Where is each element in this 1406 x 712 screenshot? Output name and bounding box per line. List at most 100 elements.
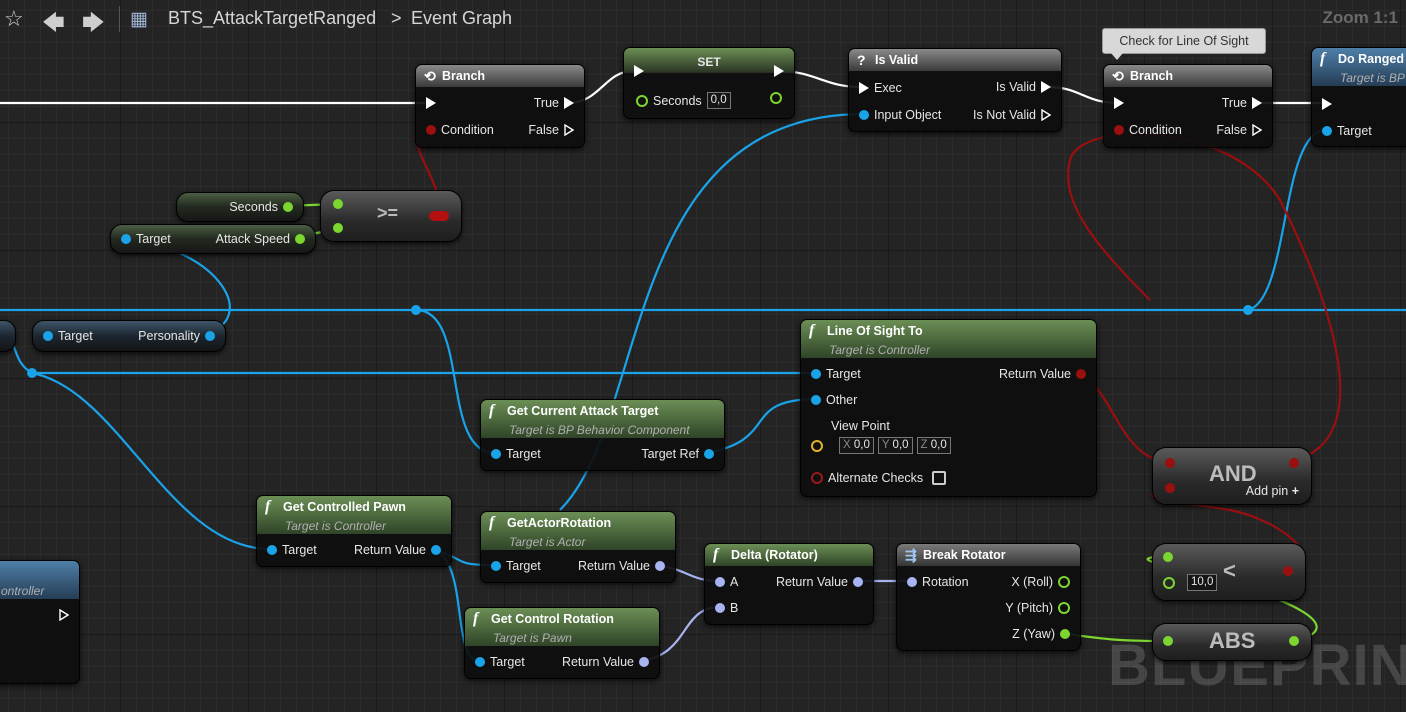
exec-in-pin[interactable] xyxy=(634,65,644,77)
target-pin[interactable]: Target xyxy=(475,655,525,669)
float-pin-icon[interactable] xyxy=(1163,577,1175,589)
and-node[interactable]: AND Add pin + xyxy=(1152,447,1312,505)
float-pin-icon[interactable] xyxy=(1163,552,1173,562)
false-pin[interactable]: False xyxy=(528,123,574,137)
greater-equal-node[interactable]: >= xyxy=(320,190,462,242)
add-pin-button[interactable]: Add pin + xyxy=(1246,484,1299,498)
seconds-out-pin[interactable] xyxy=(770,92,782,104)
is-valid-pin[interactable]: Is Valid xyxy=(996,80,1051,94)
target-pin[interactable]: Target xyxy=(1322,124,1372,138)
alternate-checks-pin[interactable]: Alternate Checks xyxy=(811,471,947,485)
b-pin[interactable]: B xyxy=(715,601,738,615)
x-roll-pin[interactable]: X (Roll) xyxy=(1011,575,1070,589)
view-point-z-field[interactable]: Z 0,0 xyxy=(916,437,951,454)
target-pin[interactable]: Target xyxy=(121,232,171,246)
bool-pin-icon[interactable] xyxy=(1165,458,1175,468)
target-pin[interactable]: Target xyxy=(811,367,861,381)
return-value-pin[interactable]: Return Value xyxy=(776,575,863,589)
float-pin-icon[interactable] xyxy=(333,223,343,233)
other-pin[interactable]: Other xyxy=(811,393,857,407)
toolbar-divider xyxy=(119,6,120,32)
y-pitch-pin[interactable]: Y (Pitch) xyxy=(1005,601,1070,615)
return-value-pin[interactable]: Return Value xyxy=(999,367,1086,381)
condition-pin[interactable]: Condition xyxy=(1114,123,1182,137)
exec-outline-icon xyxy=(59,609,69,621)
attack-speed-node[interactable]: Target Attack Speed xyxy=(110,224,316,254)
compare-value-field[interactable]: 10,0 xyxy=(1187,574,1218,591)
pin-label: Condition xyxy=(1129,123,1182,137)
condition-pin[interactable]: Condition xyxy=(426,123,494,137)
z-yaw-pin[interactable]: Z (Yaw) xyxy=(1012,627,1070,641)
false-pin[interactable]: False xyxy=(1216,123,1262,137)
personality-pin[interactable]: Personality xyxy=(138,329,215,343)
return-value-pin[interactable]: Return Value xyxy=(354,543,441,557)
star-icon[interactable]: ☆ xyxy=(4,6,24,31)
exec-in-pin[interactable] xyxy=(1114,97,1124,109)
personality-node[interactable]: Target Personality xyxy=(32,320,226,352)
seconds-variable-node[interactable]: Seconds xyxy=(176,192,304,222)
view-point-x-field[interactable]: X 0,0 xyxy=(839,437,874,454)
bool-pin-icon[interactable] xyxy=(1165,483,1175,493)
rotation-pin[interactable]: Rotation xyxy=(907,575,969,589)
exec-in-pin[interactable] xyxy=(1322,98,1332,110)
break-rotator-node[interactable]: ⇶Break Rotator Rotation X (Roll) Y (Pitc… xyxy=(896,543,1081,651)
breadcrumb-graph[interactable]: Event Graph xyxy=(411,8,513,28)
abs-node[interactable]: ABS xyxy=(1152,623,1312,661)
exec-icon xyxy=(1114,97,1124,109)
float-out-pin[interactable] xyxy=(1289,636,1299,646)
target-pin[interactable]: Target xyxy=(43,329,93,343)
exec-in-pin[interactable]: Exec xyxy=(859,81,902,95)
forward-arrow-icon[interactable]: 🡆 xyxy=(82,10,105,35)
plus-icon: + xyxy=(1291,484,1299,498)
target-ref-pin[interactable]: Target Ref xyxy=(641,447,714,461)
float-pin-icon[interactable] xyxy=(1163,636,1173,646)
function-icon: f xyxy=(473,610,479,627)
exec-in-pin[interactable] xyxy=(426,97,436,109)
is-not-valid-pin[interactable]: Is Not Valid xyxy=(973,108,1051,122)
node-title: Is Valid xyxy=(875,53,919,67)
branch-node-1[interactable]: ⟲Branch True Condition False xyxy=(415,64,585,148)
alternate-checks-checkbox[interactable] xyxy=(932,471,947,485)
return-value-pin[interactable]: Return Value xyxy=(578,559,665,573)
seconds-out-pin[interactable]: Seconds xyxy=(229,200,293,214)
breadcrumb-asset[interactable]: BTS_AttackTargetRanged xyxy=(168,8,377,28)
a-pin[interactable]: A xyxy=(715,575,738,589)
true-pin[interactable]: True xyxy=(534,96,574,110)
view-point-pin[interactable]: X 0,0 Y 0,0 Z 0,0 xyxy=(811,437,951,454)
view-point-y-field[interactable]: Y 0,0 xyxy=(877,437,913,454)
pin-label: Target xyxy=(826,367,861,381)
exec-out-pin[interactable] xyxy=(59,609,69,621)
object-pin-icon xyxy=(43,331,53,341)
seconds-value-field[interactable]: 0,0 xyxy=(706,92,731,109)
pin-label: Personality xyxy=(138,329,200,343)
back-arrow-icon[interactable]: 🡄 xyxy=(42,10,65,35)
input-object-pin[interactable]: Input Object xyxy=(859,108,941,122)
attack-speed-pin[interactable]: Attack Speed xyxy=(216,232,305,246)
target-pin[interactable]: Target xyxy=(267,543,317,557)
bool-out-pin[interactable] xyxy=(1289,458,1299,468)
float-pin-icon[interactable] xyxy=(333,199,343,209)
exec-out-pin[interactable] xyxy=(774,65,784,77)
pin-label: Target Ref xyxy=(641,447,699,461)
branch-node-2[interactable]: ⟲Branch True Condition False xyxy=(1103,64,1273,148)
true-pin[interactable]: True xyxy=(1222,96,1262,110)
target-pin[interactable]: Target xyxy=(491,447,541,461)
partial-var-node[interactable] xyxy=(0,320,16,352)
is-valid-node[interactable]: ?Is Valid Exec Is Valid Input Object Is … xyxy=(848,48,1062,132)
return-value-pin[interactable]: Return Value xyxy=(562,655,649,669)
partial-controller-node[interactable]: ontroller xyxy=(0,560,80,684)
less-than-node[interactable]: 10,0 < xyxy=(1152,543,1306,601)
bool-out-pin[interactable] xyxy=(1283,566,1293,576)
bool-out-pin[interactable] xyxy=(429,211,449,221)
node-title: Get Current Attack Target xyxy=(507,404,659,418)
target-pin[interactable]: Target xyxy=(491,559,541,573)
